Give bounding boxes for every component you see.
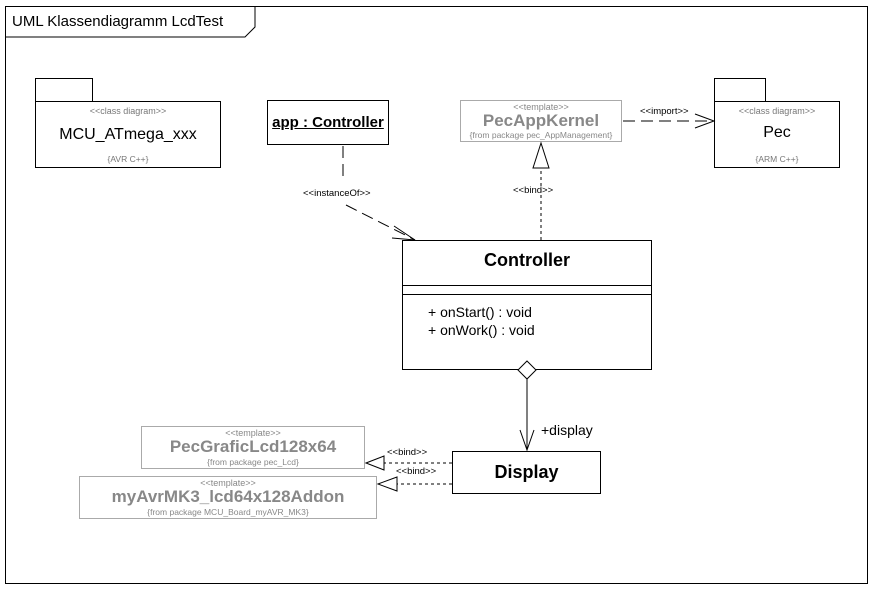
package-tab-mcu — [35, 78, 93, 101]
label-aggregation-role: +display — [541, 422, 593, 438]
package-name: MCU_ATmega_xxx — [59, 126, 197, 143]
class-controller[interactable]: Controller + onStart() : void + onWork()… — [402, 240, 652, 370]
package-note: {AVR C++} — [107, 154, 149, 164]
package-name: Pec — [763, 124, 791, 141]
operation-on-work: + onWork() : void — [428, 322, 535, 338]
template-name: PecGraficLcd128x64 — [169, 437, 337, 456]
template-pec-grafic-lcd[interactable]: <<template>> PecGraficLcd128x64 {from pa… — [141, 426, 365, 469]
frame-title: UML Klassendiagramm LcdTest — [12, 13, 224, 30]
label-instance-of: <<instanceOf>> — [303, 188, 371, 199]
template-name: myAvrMK3_lcd64x128Addon — [111, 487, 345, 506]
template-note: {from package MCU_Board_myAVR_MK3} — [147, 507, 309, 517]
template-note: {from package pec_Lcd} — [207, 457, 299, 467]
template-my-avr-addon[interactable]: <<template>> myAvrMK3_lcd64x128Addon {fr… — [79, 476, 377, 519]
package-stereotype: <<class diagram>> — [738, 106, 816, 116]
bind-realization-addon — [376, 476, 452, 492]
class-name: Controller — [483, 250, 570, 270]
template-stereotype: <<template>> — [513, 102, 569, 112]
instance-of-dependency — [342, 146, 416, 241]
label-import: <<import>> — [640, 106, 689, 117]
object-app-controller[interactable]: app : Controller — [267, 100, 389, 145]
label-bind-addon: <<bind>> — [396, 466, 437, 477]
label-bind-lcd: <<bind>> — [387, 447, 428, 458]
class-name: Display — [494, 462, 559, 482]
class-divider — [403, 285, 651, 286]
class-divider — [403, 294, 651, 295]
bind-realization-lcd — [364, 455, 452, 471]
package-pec[interactable]: <<class diagram>> Pec {ARM C++} — [714, 101, 840, 168]
class-display[interactable]: Display — [452, 451, 601, 494]
template-note: {from package pec_AppManagement} — [469, 130, 613, 140]
package-mcu-atmega[interactable]: <<class diagram>> MCU_ATmega_xxx {AVR C+… — [35, 101, 221, 168]
diagram-frame — [5, 6, 868, 584]
aggregation-display — [517, 360, 537, 452]
template-stereotype: <<template>> — [225, 428, 281, 438]
object-name: app : Controller — [272, 114, 384, 131]
bind-realization-kernel — [532, 141, 550, 240]
template-stereotype: <<template>> — [200, 478, 256, 488]
package-note: {ARM C++} — [755, 154, 799, 164]
package-tab-pec — [714, 78, 766, 101]
operation-on-start: + onStart() : void — [428, 304, 532, 320]
import-dependency — [623, 113, 716, 129]
template-pec-app-kernel[interactable]: <<template>> PecAppKernel {from package … — [460, 100, 622, 142]
package-stereotype: <<class diagram>> — [89, 106, 167, 116]
template-name: PecAppKernel — [482, 111, 600, 130]
label-bind-kernel: <<bind>> — [513, 185, 554, 196]
